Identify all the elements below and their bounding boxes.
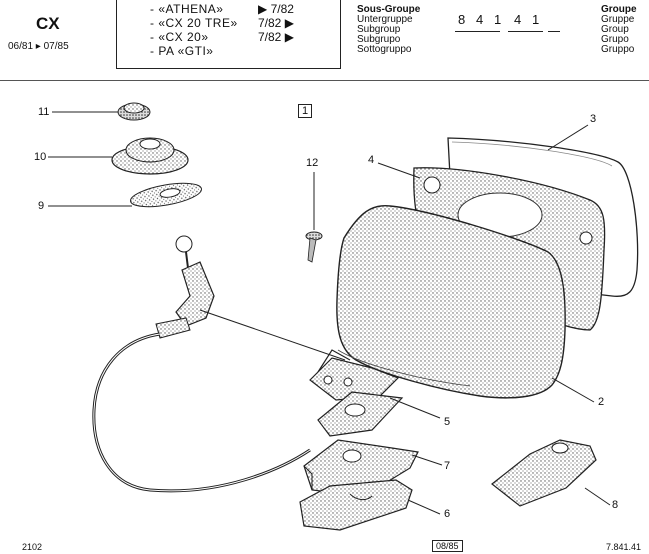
subgroup-label: Subgroup	[357, 24, 401, 35]
callout-label: 12	[306, 157, 319, 169]
group-code-digit: 4	[514, 12, 523, 27]
model-dates: 06/81 ▸ 07/85	[8, 41, 69, 52]
variant-name: - «CX 20 TRE»	[150, 16, 238, 30]
group-label: Group	[601, 24, 629, 35]
callout-label: 7	[444, 460, 451, 472]
mirror-housing	[317, 205, 566, 399]
subgroup-label: Untergruppe	[357, 14, 413, 25]
code-underline	[508, 31, 543, 32]
variant-name: - «ATHENA»	[150, 2, 224, 16]
gasket	[317, 391, 404, 437]
base-bracket	[309, 357, 400, 401]
variant-box	[116, 0, 341, 69]
callout-label: 5	[444, 416, 451, 428]
footer-page-ref: 2102	[22, 542, 43, 552]
callout-label: 4	[368, 154, 375, 166]
callout-label: 6	[444, 508, 451, 520]
washer	[130, 182, 202, 208]
subgroup-label: Sous-Groupe	[357, 4, 421, 15]
clip	[491, 439, 597, 507]
subgroup-label: Sottogruppo	[357, 44, 412, 55]
view-number: 1	[298, 104, 313, 118]
base-plate	[299, 479, 413, 531]
variant-name: - «CX 20»	[150, 30, 209, 44]
variant-name: - PA «GTI»	[150, 44, 214, 58]
callout-label: 11	[38, 106, 50, 118]
header-divider	[0, 80, 649, 81]
code-underline	[455, 31, 500, 32]
group-label: Grupo	[601, 34, 629, 45]
callout-label: 10	[34, 151, 47, 163]
callout-label: 2	[598, 396, 605, 408]
callout-label: 3	[590, 113, 597, 125]
footer-code: 7.841.41	[606, 542, 642, 552]
group-label: Gruppe	[601, 14, 635, 25]
leader-lines	[48, 111, 611, 515]
model-name: CX	[36, 14, 60, 33]
group-code-digit: 4	[476, 12, 485, 27]
callout-label: 8	[612, 499, 619, 511]
group-label: Groupe	[601, 4, 637, 15]
group-label: Gruppo	[601, 44, 635, 55]
group-code-digit: 1	[532, 12, 541, 27]
variant-date: 7/82 ▶	[258, 16, 294, 30]
knob-cap	[117, 102, 151, 121]
group-code-digit: 1	[494, 12, 503, 27]
screw	[305, 231, 323, 263]
adjuster-cable	[92, 235, 346, 493]
variant-date: ▶ 7/82	[258, 2, 294, 16]
group-code-digit: 8	[458, 12, 467, 27]
adjuster-bezel	[111, 137, 189, 175]
footer-date: 08/85	[432, 540, 463, 552]
subgroup-label: Subgrupo	[357, 34, 401, 45]
variant-date: 7/82 ▶	[258, 30, 294, 44]
code-underline	[548, 31, 560, 32]
callout-label: 9	[38, 200, 45, 212]
